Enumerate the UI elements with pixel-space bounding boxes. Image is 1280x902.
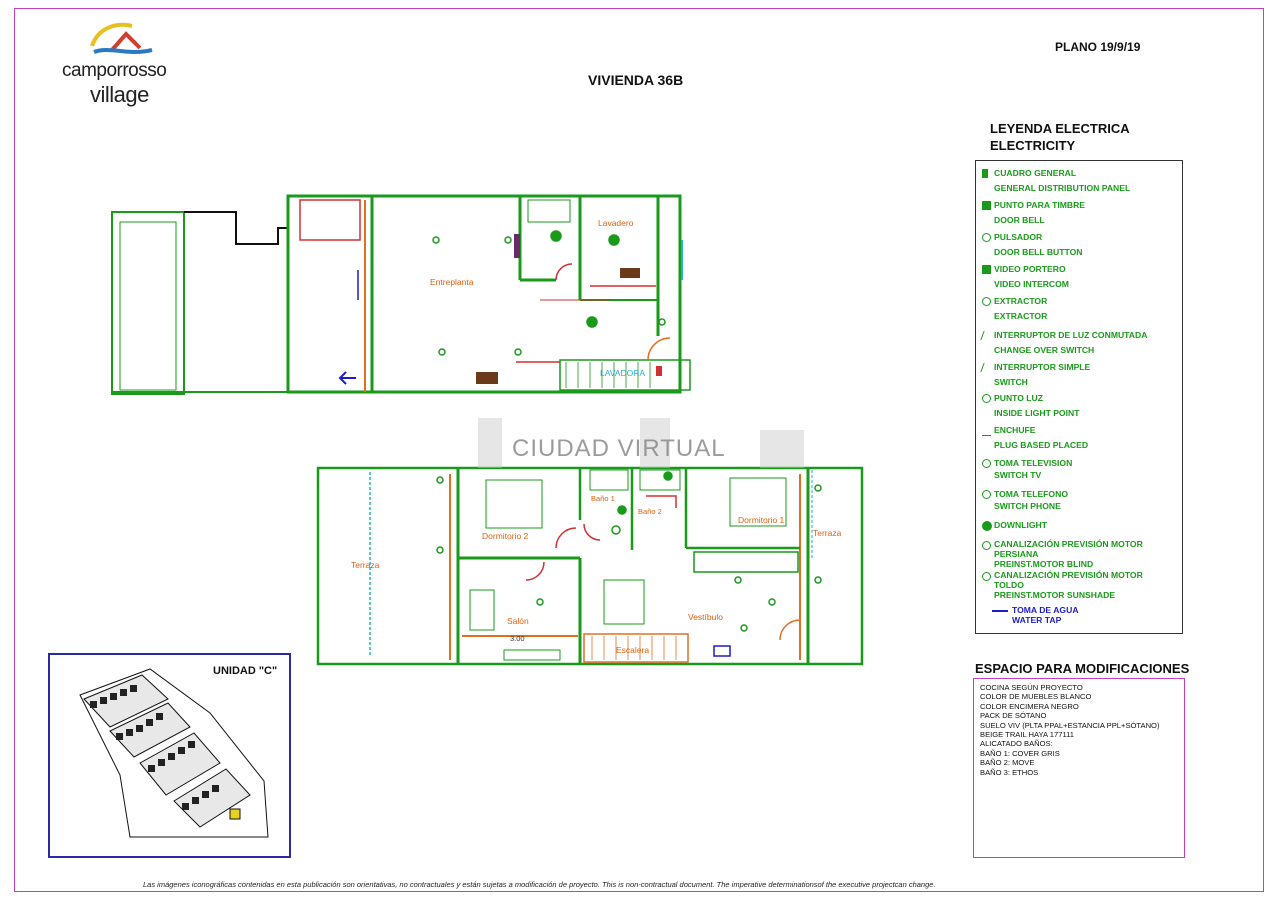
modification-line: PACK DE SÓTANO bbox=[980, 711, 1047, 721]
room-bano-2: Baño 2 bbox=[638, 507, 662, 516]
unit-title: UNIDAD "C" bbox=[213, 665, 278, 677]
unit-location-map: UNIDAD "C" bbox=[48, 653, 291, 858]
room-terraza-right: Terraza bbox=[813, 528, 842, 538]
modification-line: BAÑO 1: COVER GRIS bbox=[980, 748, 1060, 758]
watermark-shape bbox=[640, 418, 670, 468]
panel-icon bbox=[982, 169, 988, 178]
blind-motor-icon bbox=[982, 541, 991, 550]
watermark-text: CIUDAD VIRTUAL bbox=[512, 435, 726, 462]
plan-date: PLANO 19/9/19 bbox=[1055, 40, 1141, 54]
modification-line: COCINA SEGÚN PROYECTO bbox=[980, 683, 1083, 692]
modification-line: ALICATADO BAÑOS: bbox=[980, 739, 1053, 749]
watermark-shape bbox=[760, 430, 804, 468]
doorbell-icon bbox=[982, 201, 991, 210]
modifications-box: COCINA SEGÚN PROYECTO COLOR DE MUEBLES B… bbox=[973, 678, 1185, 858]
room-vestibulo: Vestíbulo bbox=[688, 612, 723, 622]
page-title: VIVIENDA 36B bbox=[588, 72, 684, 88]
room-escalera: Escalera bbox=[616, 645, 650, 655]
floor-plans bbox=[111, 194, 864, 666]
room-entreplanta: Entreplanta bbox=[430, 277, 474, 287]
modifications-title: ESPACIO PARA MODIFICACIONES bbox=[975, 661, 1190, 676]
unit-highlight-marker bbox=[229, 808, 241, 820]
water-tap-arrow-icon bbox=[992, 610, 1008, 612]
logo-subtext: village bbox=[90, 82, 149, 107]
lower-floor-plan bbox=[316, 466, 864, 666]
legend-item: DOWNLIGHT bbox=[982, 519, 1047, 531]
legend-title: LEYENDA ELECTRICA ELECTRICITY bbox=[990, 121, 1130, 153]
modification-line: BEIGE TRAIL HAYA 177111 bbox=[980, 730, 1074, 740]
room-bano-1: Baño 1 bbox=[591, 494, 615, 503]
site-plan-diagram bbox=[79, 668, 269, 838]
room-terraza-left: Terraza bbox=[351, 560, 380, 570]
room-dormitorio-2: Dormitorio 2 bbox=[482, 531, 529, 541]
room-lavadero: Lavadero bbox=[598, 218, 634, 228]
modification-line: SUELO VIV (PLTA PPAL+ESTANCIA PPL+SÓTANO… bbox=[980, 720, 1160, 730]
room-height: 3.00 bbox=[510, 634, 525, 643]
sunshade-motor-icon bbox=[982, 572, 991, 581]
modification-line: COLOR ENCIMERA NEGRO bbox=[980, 701, 1079, 711]
extractor-icon bbox=[982, 297, 991, 306]
downlight-icon bbox=[982, 521, 992, 531]
tv-socket-icon bbox=[982, 459, 991, 468]
room-dormitorio-1: Dormitorio 1 bbox=[738, 515, 785, 525]
room-salon: Salón bbox=[507, 616, 529, 626]
changeover-switch-icon bbox=[980, 331, 994, 340]
logo-mark-icon bbox=[90, 22, 153, 54]
disclaimer: Las imágenes iconográficas contenidas en… bbox=[143, 880, 936, 889]
modification-line: COLOR DE MUEBLES BLANCO bbox=[980, 692, 1092, 702]
plug-icon bbox=[982, 426, 991, 436]
button-icon bbox=[982, 233, 991, 242]
logo-text: camporrosso bbox=[62, 60, 167, 81]
upper-floor-plan bbox=[111, 194, 691, 395]
intercom-icon bbox=[982, 265, 991, 274]
modification-line: BAÑO 2: MOVE bbox=[980, 758, 1035, 768]
page-frame bbox=[14, 8, 1264, 892]
watermark-shape bbox=[478, 418, 502, 468]
light-point-icon bbox=[982, 394, 991, 403]
room-lavadora: LAVADORA bbox=[600, 368, 646, 378]
switch-icon bbox=[980, 363, 994, 372]
modification-line: BAÑO 3: ETHOS bbox=[980, 767, 1039, 777]
phone-socket-icon bbox=[982, 490, 991, 499]
